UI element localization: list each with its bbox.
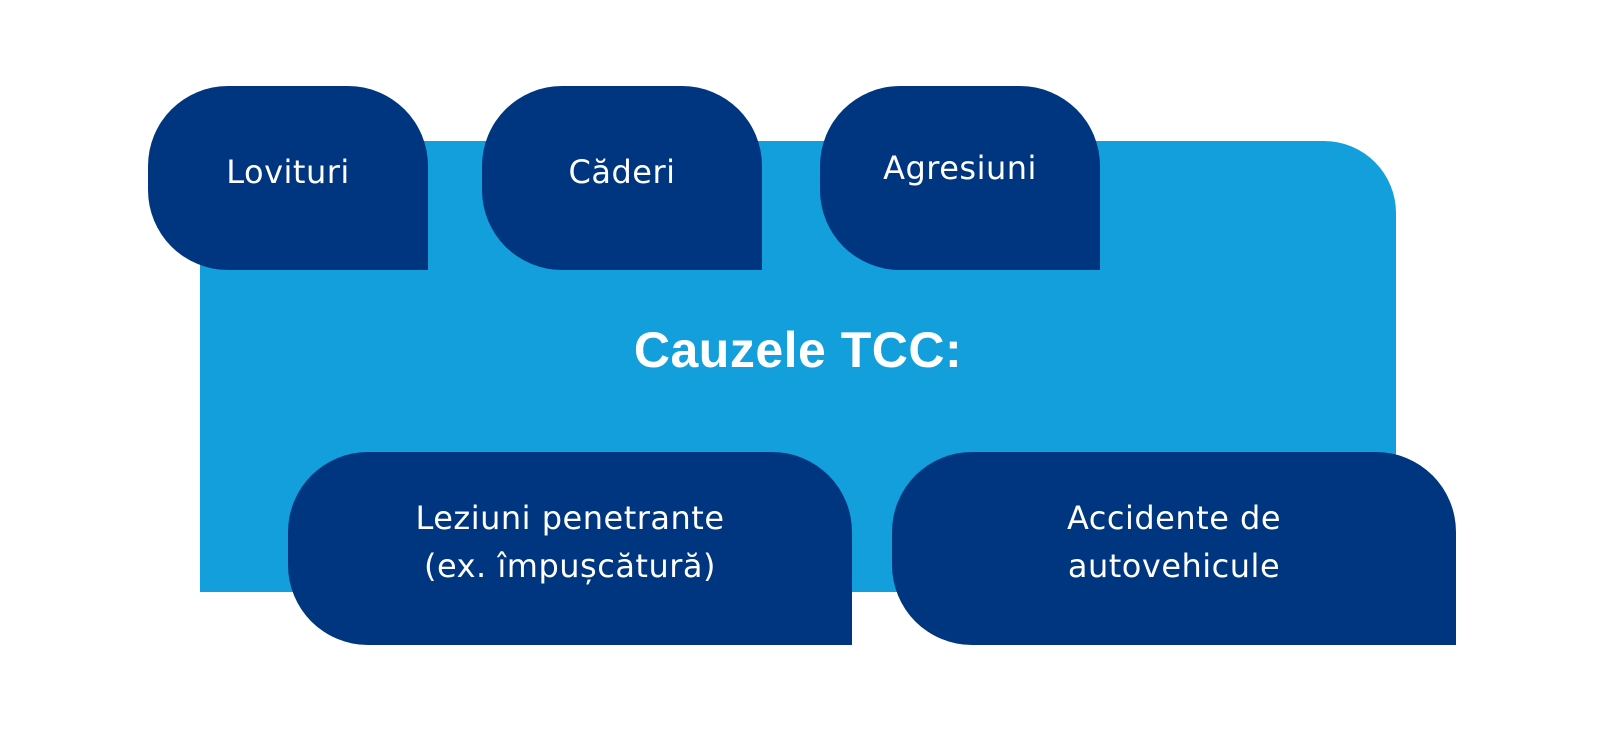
cause-tile-lovituri: Lovituri <box>148 86 428 270</box>
cause-label: Accidente de autovehicule <box>1067 494 1281 590</box>
cause-tile-accidente-autovehicule: Accidente de autovehicule <box>892 452 1456 645</box>
diagram-title: Cauzele TCC: <box>633 322 963 378</box>
cause-tile-leziuni-penetrante: Leziuni penetrante (ex. împușcătură) <box>288 452 852 645</box>
cause-tile-agresiuni: Agresiuni <box>820 86 1100 270</box>
cause-label: Căderi <box>568 153 676 191</box>
cause-label-line-2: autovehicule <box>1067 546 1281 585</box>
cause-tile-caderi: Căderi <box>482 86 762 270</box>
cause-label: Agresiuni <box>883 149 1037 187</box>
cause-label-line-2: (ex. împușcătură) <box>424 546 716 585</box>
cause-label-line-1: Accidente de <box>1066 498 1282 537</box>
cause-label: Lovituri <box>226 153 350 191</box>
cause-label-line-1: Leziuni penetrante <box>415 498 725 537</box>
cause-label: Leziuni penetrante (ex. împușcătură) <box>415 494 724 590</box>
